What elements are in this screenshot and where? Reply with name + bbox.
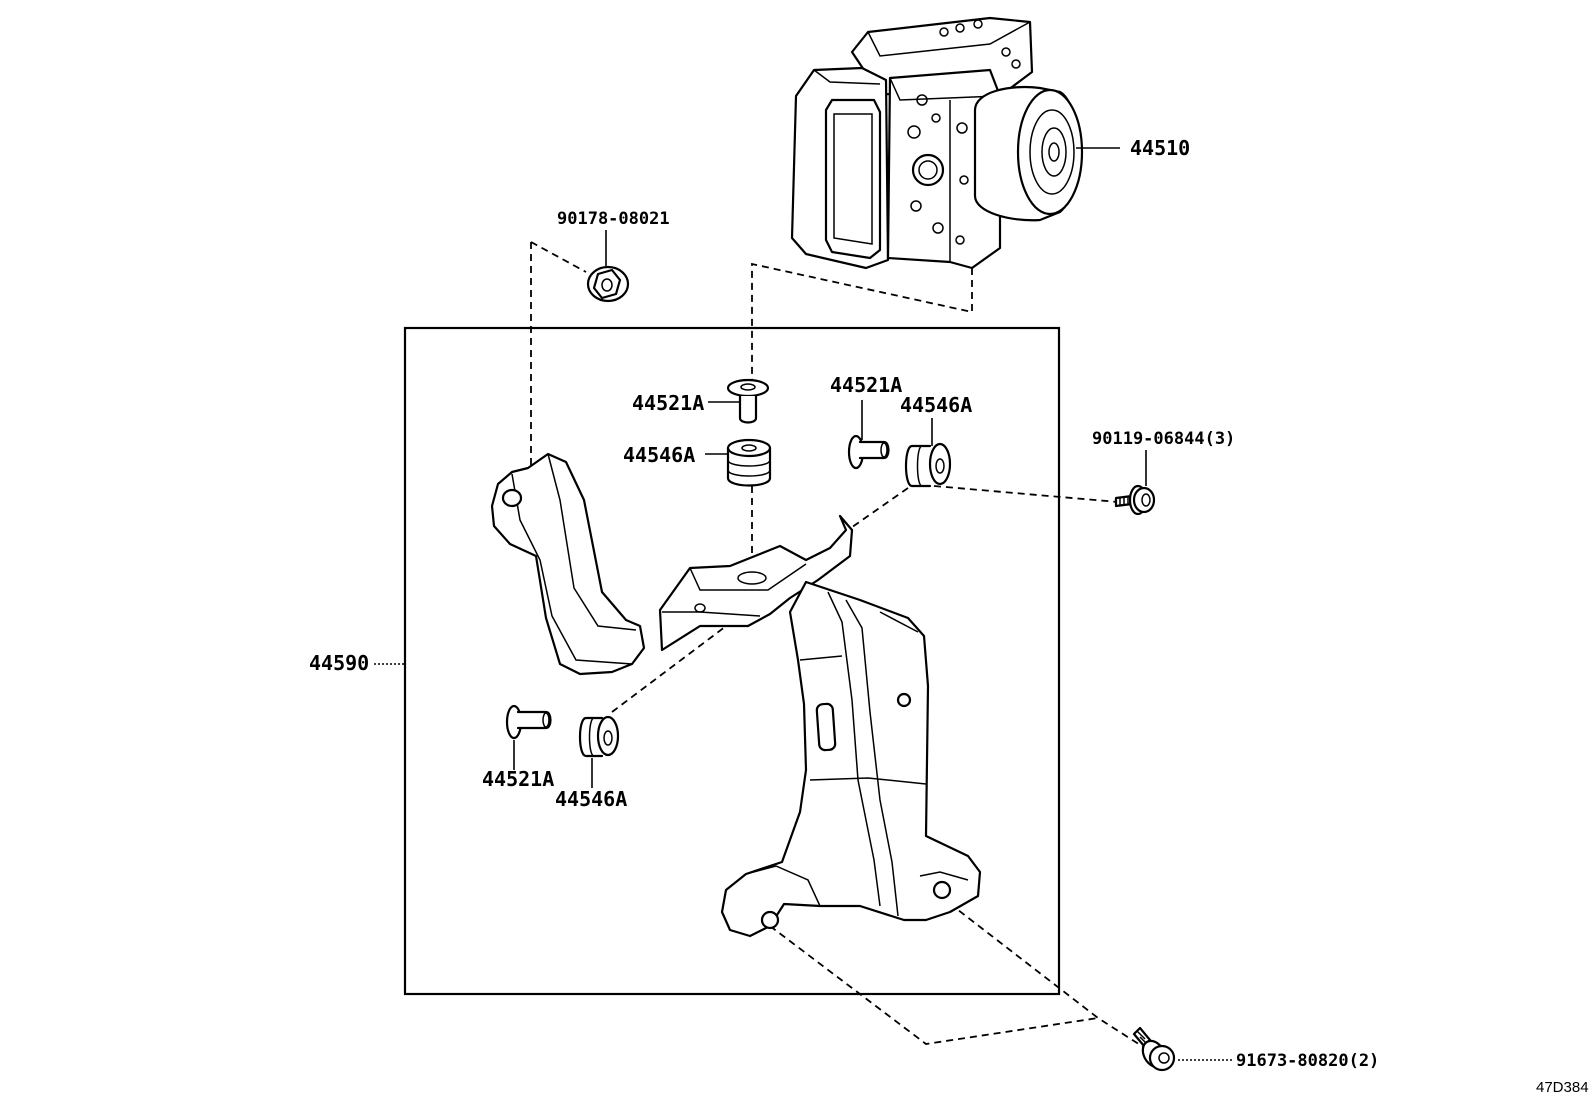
collar-bottom	[505, 704, 552, 740]
label-90119-06844: 90119-06844(3)	[1092, 429, 1235, 449]
flange-nut	[586, 265, 630, 303]
actuator-bracket	[490, 452, 982, 938]
bolt-bottom	[1132, 1026, 1176, 1072]
label-44521a-bottom: 44521A	[482, 767, 554, 791]
label-44521a-top: 44521A	[632, 391, 704, 415]
label-44546a-right: 44546A	[900, 393, 972, 417]
cushion-bottom	[578, 715, 620, 758]
diagram-code: 47D384	[1536, 1079, 1589, 1096]
leader-lines	[374, 147, 1232, 1061]
label-44590: 44590	[309, 651, 369, 675]
cushion-top	[726, 438, 772, 487]
label-91673-80820: 91673-80820(2)	[1236, 1051, 1379, 1071]
label-44546a-top: 44546A	[623, 443, 695, 467]
collar-right	[847, 434, 890, 470]
bracket-assembly-frame	[403, 326, 1061, 996]
collar-top	[726, 378, 770, 424]
cushion-right	[904, 442, 952, 488]
bolt-right	[1114, 484, 1156, 516]
label-90178-08021: 90178-08021	[557, 209, 670, 229]
label-44510: 44510	[1130, 136, 1190, 160]
label-44546a-bottom: 44546A	[555, 787, 627, 811]
label-44521a-right: 44521A	[830, 373, 902, 397]
abs-actuator	[790, 16, 1084, 270]
